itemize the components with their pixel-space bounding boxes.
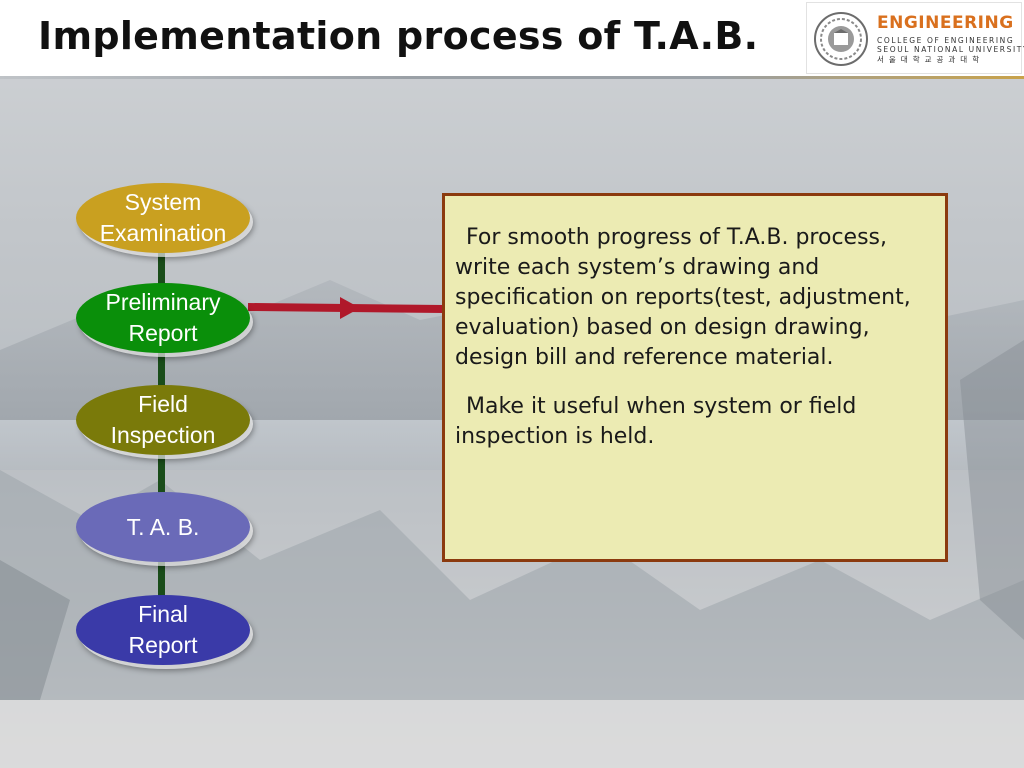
arrow-right-icon <box>248 297 444 319</box>
flow-connector <box>158 348 165 388</box>
flow-step-label: T. A. B. <box>126 513 200 540</box>
flow-step-label: System Examination <box>99 189 227 246</box>
flow-step-preliminary-report: Preliminary Report <box>76 283 250 353</box>
university-seal-icon <box>814 12 868 66</box>
flow-step-tab: T. A. B. <box>76 492 250 562</box>
slide-title: Implementation process of T.A.B. <box>38 14 759 58</box>
flow-connector <box>158 448 165 496</box>
description-box: For smooth progress of T.A.B. process, w… <box>442 193 948 562</box>
logo-line-korean: 서울대학교공과대학 <box>877 55 985 64</box>
flow-connector <box>158 248 165 288</box>
flow-step-label: Field Inspection <box>110 391 216 448</box>
flow-step-final-report: Final Report <box>76 595 250 665</box>
flow-step-label: Preliminary Report <box>105 289 221 346</box>
description-paragraph: For smooth progress of T.A.B. process, w… <box>455 225 911 370</box>
slide-header: Implementation process of T.A.B. ENGINEE… <box>0 0 1024 79</box>
flow-step-field-inspection: Field Inspection <box>76 385 250 455</box>
header-divider <box>0 76 1024 79</box>
college-logo: ENGINEERING COLLEGE OF ENGINEERING SEOUL… <box>806 2 1024 74</box>
logo-wordmark: ENGINEERING <box>877 13 1014 33</box>
flow-step-label: Final Report <box>128 601 198 658</box>
flow-connector <box>158 556 165 598</box>
logo-line-college: COLLEGE OF ENGINEERING <box>877 36 1015 45</box>
description-paragraph: Make it useful when system or field insp… <box>455 394 857 449</box>
flow-step-system-examination: System Examination <box>76 183 250 253</box>
logo-line-university: SEOUL NATIONAL UNIVERSITY <box>877 45 1024 54</box>
